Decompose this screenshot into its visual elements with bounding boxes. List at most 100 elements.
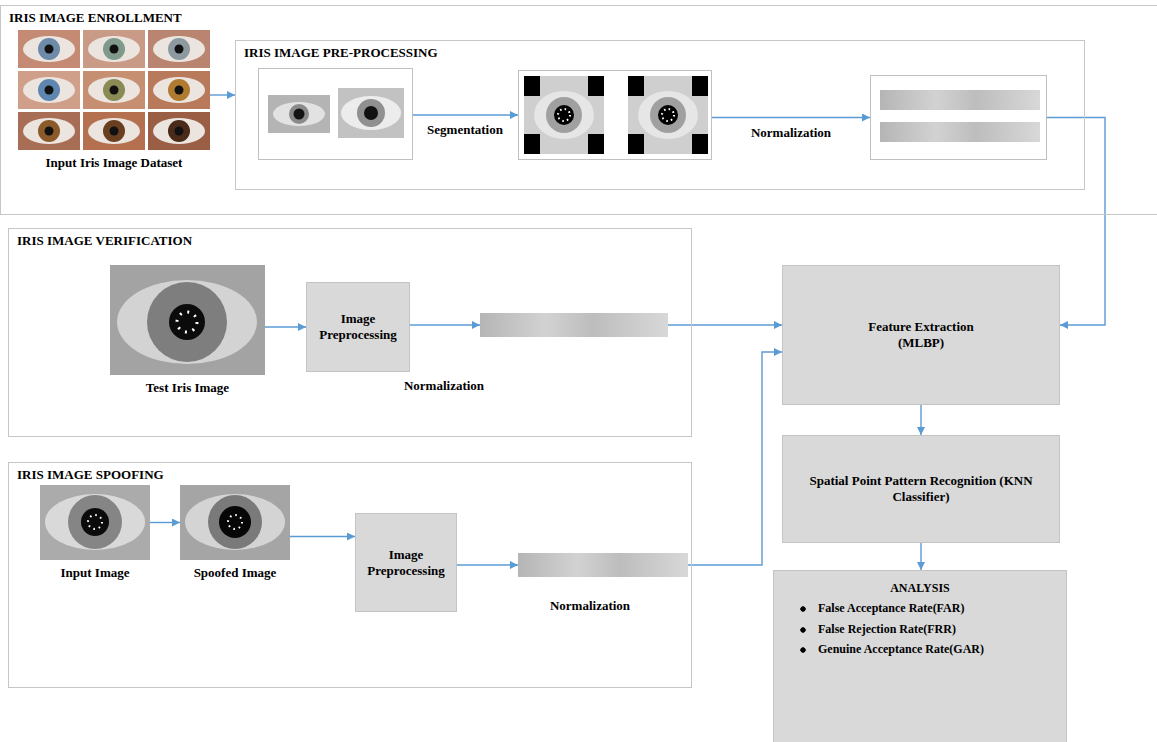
- skin: [268, 95, 330, 133]
- process-box: Spatial Point Pattern Recognition (KNN C…: [782, 435, 1060, 543]
- glint-ring: [228, 515, 242, 529]
- iris: [546, 97, 582, 133]
- connector-arrow: [210, 94, 235, 95]
- sclera: [153, 36, 205, 62]
- eye-photo: [148, 71, 210, 109]
- connector-arrow: [413, 114, 518, 115]
- pupil: [45, 86, 54, 95]
- connector-arrow: [920, 405, 921, 435]
- list-item: False Rejection Rate(FRR): [798, 622, 1056, 636]
- image-caption: Test Iris Image: [113, 380, 263, 396]
- skin: [110, 265, 265, 375]
- sclera: [45, 494, 145, 550]
- skin: [180, 485, 290, 560]
- eye-photo: [83, 30, 145, 68]
- normalized-strip: [880, 122, 1040, 142]
- iris: [168, 79, 190, 101]
- eye-photo: [148, 112, 210, 150]
- image-frame: Spoofed Image: [180, 485, 290, 560]
- eye-photo: [83, 71, 145, 109]
- edge-label-holder: Normalization: [749, 125, 833, 141]
- list-heading: ANALYSIS: [784, 581, 1056, 595]
- edge-label: Normalization: [749, 125, 833, 141]
- iris: [38, 120, 60, 142]
- section-panel: IRIS IMAGE PRE-PROCESSING: [235, 40, 1085, 190]
- skin: [148, 30, 210, 68]
- section-panel: IRIS IMAGE VERIFICATIONTest Iris ImageIm…: [8, 228, 692, 437]
- iris: [103, 38, 125, 60]
- connector-arrow: [712, 117, 870, 118]
- iris: [650, 97, 686, 133]
- mask: [524, 76, 540, 96]
- skin: [338, 88, 404, 138]
- result-box: ANALYSIS False Acceptance Rate(FAR) False …: [773, 570, 1067, 742]
- test-eye: [110, 265, 265, 375]
- eye-photo: [83, 112, 145, 150]
- input-eye: [40, 485, 150, 560]
- pupil: [175, 86, 184, 95]
- sclera: [534, 91, 594, 139]
- sclera: [117, 280, 257, 364]
- sclera: [185, 494, 285, 550]
- mask: [692, 76, 708, 96]
- pupil: [110, 127, 119, 136]
- image-frame: [480, 313, 668, 337]
- image-box: [870, 75, 1047, 160]
- image-box: [258, 68, 413, 160]
- skin: [18, 112, 80, 150]
- gray-eye: [338, 88, 404, 138]
- connector-group: [150, 95, 1105, 570]
- connector-arrow: [150, 522, 180, 523]
- pupil: [110, 86, 119, 95]
- iris: [38, 38, 60, 60]
- pupil: [81, 508, 109, 536]
- mask: [524, 134, 540, 154]
- skin: [148, 112, 210, 150]
- list-item: False Acceptance Rate(FAR): [798, 601, 1056, 615]
- sclera: [153, 118, 205, 144]
- sclera: [88, 118, 140, 144]
- mask: [588, 134, 604, 154]
- section-band: IRIS IMAGE ENROLLMENTInput Iris Image Da…: [0, 5, 1157, 215]
- iris: [68, 495, 122, 549]
- gray-eye: [268, 95, 330, 133]
- process-box: Image Preprocessing: [306, 282, 410, 372]
- skin: [18, 30, 80, 68]
- skin: [40, 485, 150, 560]
- connector-arrow: [410, 324, 480, 325]
- glint-ring: [88, 515, 102, 529]
- sclera: [341, 96, 401, 130]
- iris: [168, 120, 190, 142]
- section-heading: IRIS IMAGE ENROLLMENT: [9, 10, 1157, 26]
- iris: [208, 495, 262, 549]
- pupil: [175, 45, 184, 54]
- sclera: [273, 102, 325, 126]
- normalized-strip: [880, 90, 1040, 110]
- pupil: [554, 105, 574, 125]
- eye-photo: [18, 112, 80, 150]
- pupil: [45, 127, 54, 136]
- connector-arrow: [265, 326, 306, 327]
- normalized-strip: [480, 313, 668, 337]
- skin: [18, 71, 80, 109]
- process-box: Image Preprocessing: [355, 513, 457, 612]
- section-heading: IRIS IMAGE PRE-PROCESSING: [244, 45, 1076, 61]
- sclera: [23, 77, 75, 103]
- background: [628, 76, 708, 154]
- glint-ring: [177, 312, 197, 332]
- iris: [38, 79, 60, 101]
- edge-label: Normalization: [548, 598, 632, 614]
- skin: [83, 30, 145, 68]
- glint-ring: [662, 109, 674, 121]
- iris: [103, 79, 125, 101]
- eye-photo: [148, 30, 210, 68]
- segmented-eye: [524, 76, 604, 154]
- sclera: [23, 36, 75, 62]
- image-caption: Input Image: [40, 565, 150, 581]
- list-item: Genuine Acceptance Rate(GAR): [798, 642, 1056, 656]
- pupil: [364, 106, 378, 120]
- sclera: [88, 36, 140, 62]
- mask: [628, 134, 644, 154]
- image-caption: Spoofed Image: [175, 565, 295, 581]
